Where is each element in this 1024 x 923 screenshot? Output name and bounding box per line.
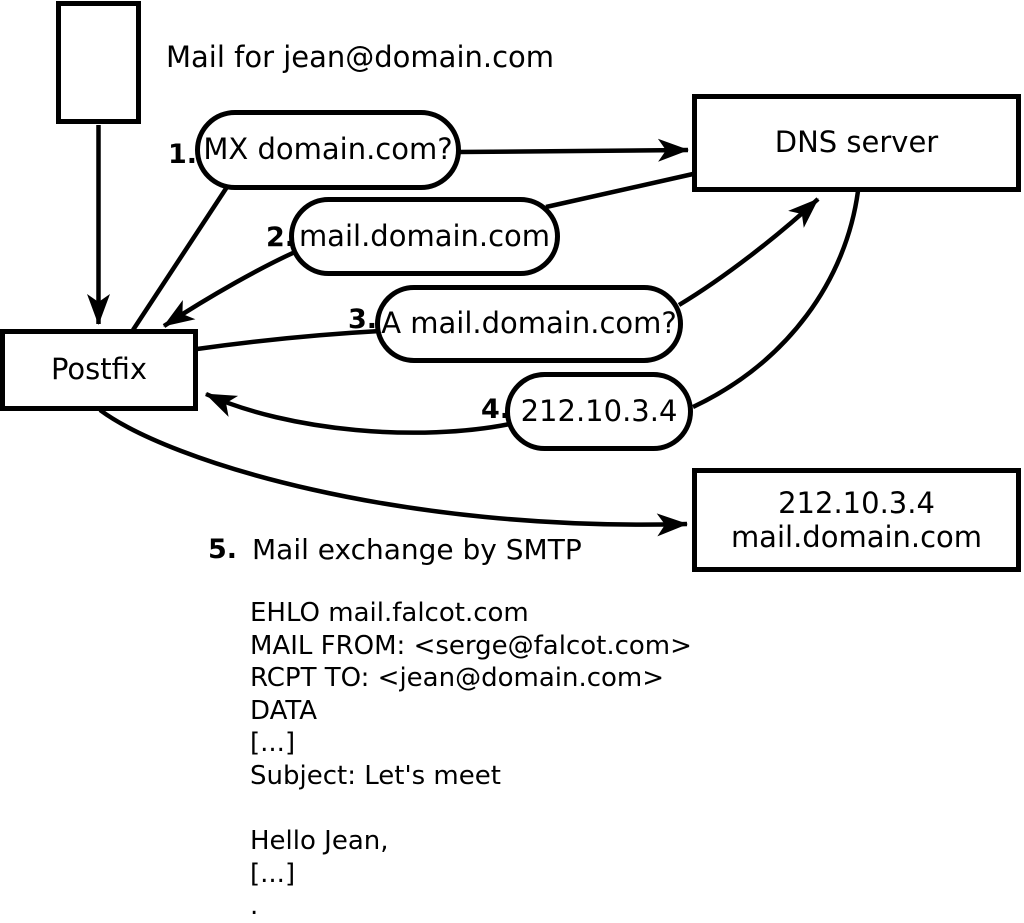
bubble-step3-a-query: A mail.domain.com?	[375, 285, 683, 363]
line-dns-to-bubble4	[692, 190, 861, 410]
step4-number: 4.	[481, 394, 511, 425]
mail-server-hostname: mail.domain.com	[730, 520, 983, 554]
step5-label: Mail exchange by SMTP	[252, 533, 582, 566]
bubble-step2-label: mail.domain.com	[298, 218, 551, 253]
bubble-step1-label: MX domain.com?	[203, 132, 453, 167]
arrow-postfix-to-mailserver	[98, 408, 688, 537]
arrow-bubble4-to-postfix	[205, 391, 511, 435]
smtp-session-text: EHLO mail.falcot.com MAIL FROM: <serge@f…	[250, 598, 692, 922]
mail-envelope-icon	[56, 1, 141, 124]
bubble-step4-a-answer: 212.10.3.4	[505, 372, 693, 451]
bubble-step4-label: 212.10.3.4	[520, 393, 678, 428]
bubble-step2-mx-answer: mail.domain.com	[289, 197, 560, 276]
dns-server-node: DNS server	[692, 94, 1021, 192]
mail-server-node: 212.10.3.4 mail.domain.com	[692, 468, 1021, 572]
dns-server-label: DNS server	[774, 125, 939, 160]
line-postfix-to-bubble3	[196, 328, 381, 352]
arrow-bubble2-to-postfix	[162, 249, 296, 328]
step2-number: 2.	[266, 222, 296, 253]
line-postfix-to-bubble1	[131, 185, 229, 332]
arrow-bubble3-to-dns	[677, 197, 820, 307]
step3-number: 3.	[348, 304, 378, 335]
line-dns-to-bubble2	[545, 171, 694, 210]
arrow-bubble1-to-dns	[458, 138, 689, 162]
postfix-node: Postfix	[0, 329, 198, 411]
mail-server-ip: 212.10.3.4	[778, 486, 935, 520]
postfix-label: Postfix	[50, 352, 148, 387]
bubble-step3-label: A mail.domain.com?	[381, 306, 677, 341]
bubble-step1-mx-query: MX domain.com?	[195, 110, 461, 190]
step1-number: 1.	[168, 139, 198, 170]
step5-number: 5.	[208, 534, 238, 565]
mail-note: Mail for jean@domain.com	[166, 40, 555, 74]
